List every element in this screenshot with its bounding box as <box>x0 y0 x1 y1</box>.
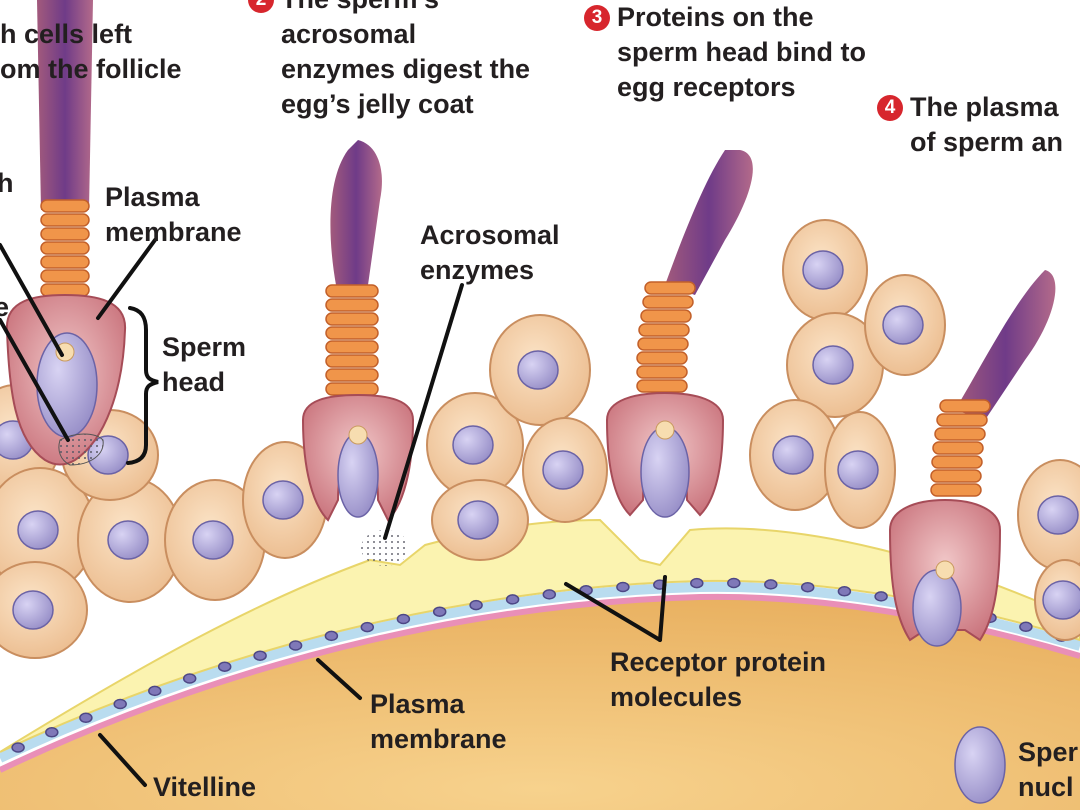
label-line: Receptor protein <box>610 647 827 677</box>
step-1-fragment-line-1: h cells left <box>0 19 133 49</box>
sperm-nucleus-in-egg <box>954 726 1006 804</box>
step-4-number-badge: 4 <box>877 95 903 121</box>
step-3-line: sperm head bind to <box>617 37 867 67</box>
step-3-number-badge: 3 <box>584 5 610 31</box>
label-line: molecules <box>610 682 743 712</box>
label-line: membrane <box>370 724 507 754</box>
step-2-line: egg’s jelly coat <box>281 89 474 119</box>
step-4-line: The plasma <box>910 92 1059 122</box>
label-left-edge-2: e <box>0 292 10 322</box>
step-2-number-badge: 2 <box>248 0 274 13</box>
label-egg-plasma-membrane: Plasma membrane <box>370 687 507 757</box>
follicle-cell <box>824 411 896 529</box>
follicle-cell <box>164 479 266 601</box>
follicle-cell <box>864 274 946 376</box>
receptor-protein <box>764 579 778 590</box>
label-line: Sperm <box>162 332 247 362</box>
receptor-protein <box>1019 621 1033 633</box>
acrosomal-enzyme-cloud <box>361 530 409 566</box>
label-left-edge-1: h <box>0 168 14 198</box>
receptor-protein <box>360 621 375 633</box>
receptor-protein <box>396 613 411 625</box>
sperm-2 <box>301 140 415 522</box>
receptor-protein <box>324 630 339 642</box>
follicle-cell <box>786 312 884 418</box>
receptor-protein <box>182 673 197 684</box>
follicle-cell <box>1017 459 1080 571</box>
receptor-protein <box>79 712 93 724</box>
receptor-protein <box>837 586 852 597</box>
follicle-cell <box>489 314 591 426</box>
label-line: nucl <box>1018 772 1074 802</box>
receptor-protein <box>288 640 303 651</box>
step-1-fragment-line-2: om the follicle <box>0 54 182 84</box>
receptor-protein <box>690 577 704 589</box>
step-2-line: The sperm’s <box>281 0 530 17</box>
follicle-cells <box>0 219 1080 659</box>
receptor-protein <box>505 594 520 605</box>
sperm-4 <box>888 270 1056 647</box>
label-receptor-protein-molecules: Receptor protein molecules <box>610 645 826 715</box>
receptor-protein <box>542 589 557 600</box>
label-sperm-plasma-membrane: Plasma membrane <box>105 180 242 250</box>
receptor-protein <box>800 581 815 593</box>
follicle-cell <box>1034 559 1080 641</box>
label-line: Plasma <box>105 182 200 212</box>
follicle-cell <box>242 441 328 559</box>
receptor-protein <box>11 742 25 753</box>
step-4-line: of sperm an <box>910 127 1064 157</box>
label-line: Sper <box>1018 737 1079 767</box>
receptor-protein <box>253 650 267 661</box>
label-line: enzymes <box>420 255 535 285</box>
step-3-line: Proteins on the <box>617 2 814 32</box>
leader-lines <box>0 238 667 787</box>
receptor-protein <box>148 685 162 697</box>
receptor-protein <box>45 727 59 738</box>
receptor-protein <box>113 698 127 710</box>
step-2-line: acrosomal <box>281 19 417 49</box>
label-acrosomal-enzymes: Acrosomal enzymes <box>420 218 560 288</box>
follicle-cell <box>522 417 608 523</box>
label-sperm-head: Sperm head <box>162 330 246 400</box>
step-2-caption: 2 The sperm’s acrosomal enzymes digest t… <box>248 0 530 122</box>
sperm-3 <box>605 150 753 518</box>
label-line: Plasma <box>370 689 465 719</box>
step-3-caption: 3 Proteins on the sperm head bind to egg… <box>584 0 866 105</box>
step-1-fragment-line-0 <box>0 0 182 17</box>
label-line: Acrosomal <box>420 220 560 250</box>
follicle-cell <box>0 561 88 659</box>
follicle-cell <box>431 479 529 561</box>
label-sperm-nucleus: Sper nucl <box>1018 735 1078 805</box>
step-3-line: egg receptors <box>617 72 796 102</box>
label-line: head <box>162 367 226 397</box>
receptor-protein <box>469 599 483 611</box>
follicle-cell <box>749 399 841 511</box>
receptor-protein <box>432 606 447 617</box>
step-2-line: enzymes digest the <box>281 54 531 84</box>
receptor-protein <box>727 577 741 589</box>
egg-cytoplasm <box>0 594 1080 810</box>
label-line: membrane <box>105 217 242 247</box>
label-vitelline: Vitelline <box>153 772 257 802</box>
receptor-protein <box>874 591 888 602</box>
step-4-caption: 4 The plasma of sperm an <box>877 90 1063 160</box>
follicle-cell <box>782 219 868 321</box>
step-1-fragment: h cells left om the follicle <box>0 0 182 87</box>
receptor-protein <box>616 581 630 593</box>
follicle-cell <box>77 477 183 603</box>
receptor-protein <box>217 661 232 672</box>
